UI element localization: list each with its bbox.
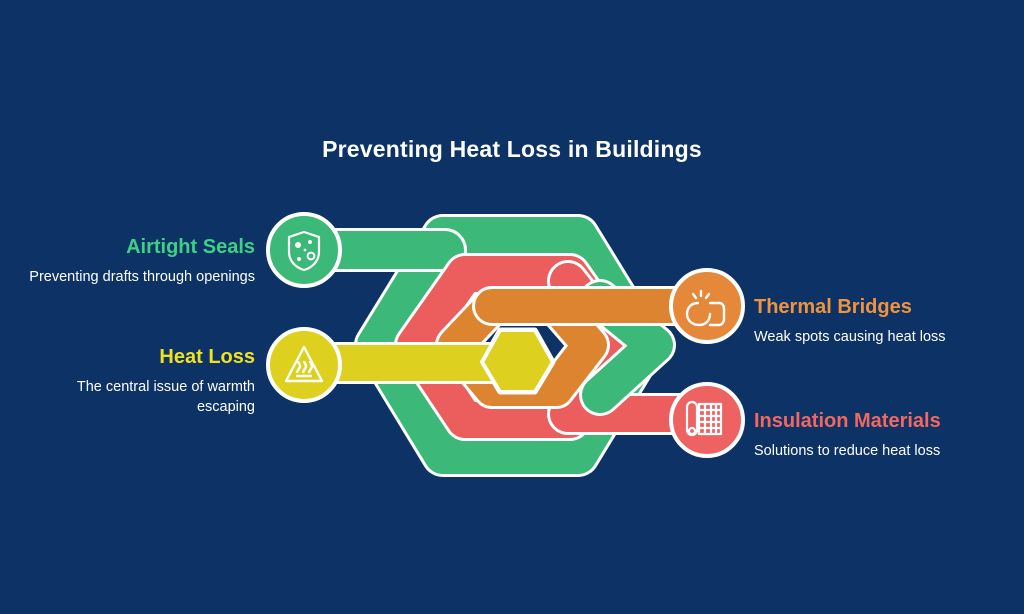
label-title-thermal-bridges: Thermal Bridges (754, 296, 912, 318)
hot-surface-warning-icon (284, 345, 324, 383)
page-title: Preventing Heat Loss in Buildings (322, 136, 702, 162)
label-airtight-seals: Airtight Seals Preventing drafts through… (20, 234, 255, 287)
label-desc-thermal-bridges: Weak spots causing heat loss (754, 329, 946, 345)
label-desc-insulation-materials: Solutions to reduce heat loss (754, 443, 941, 459)
layer-yellow (284, 327, 556, 395)
label-title-heat-loss: Heat Loss (159, 346, 255, 368)
magnet-icon (685, 289, 726, 327)
label-thermal-bridges: Thermal Bridges Weak spots causing heat … (754, 294, 1014, 347)
label-desc-airtight-seals: Preventing drafts through openings (29, 269, 255, 285)
label-title-airtight-seals: Airtight Seals (126, 236, 255, 258)
label-desc-heat-loss: The central issue of warmth escaping (76, 379, 255, 415)
shield-dots-icon (287, 230, 321, 272)
label-title-insulation-materials: Insulation Materials (754, 410, 941, 432)
node-circle-insulation-materials[interactable] (669, 382, 745, 458)
label-heat-loss: Heat Loss The central issue of warmth es… (20, 344, 255, 417)
node-circle-airtight-seals[interactable] (266, 212, 342, 288)
node-circle-thermal-bridges[interactable] (669, 268, 745, 344)
yellow-core-hexagon-top (480, 328, 555, 394)
label-insulation-materials: Insulation Materials Solutions to reduce… (754, 408, 1014, 461)
insulation-roll-icon (685, 400, 723, 437)
node-circle-heat-loss[interactable] (266, 327, 342, 403)
